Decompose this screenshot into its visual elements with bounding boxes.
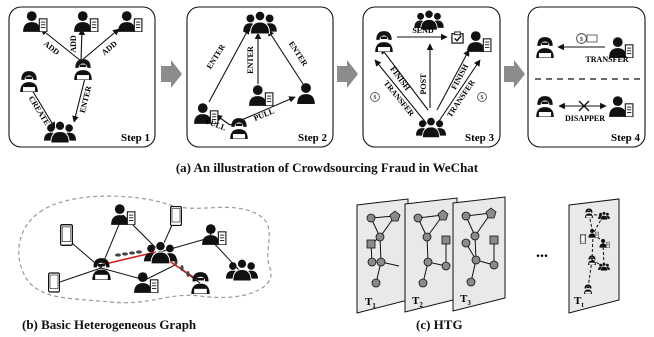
group-icon xyxy=(226,258,258,281)
caption-c: (c) HTG xyxy=(416,317,463,332)
slice-label: T2 xyxy=(412,295,423,309)
user-phone-icon xyxy=(110,203,136,225)
edge-label: ENTER xyxy=(246,46,255,74)
edge-label: TRANSFER xyxy=(585,55,628,64)
time-slice-3: T3 xyxy=(452,196,506,312)
edge-label: SEND xyxy=(412,26,434,35)
panel-c: T1 T2 xyxy=(356,196,620,314)
step-3-box: SEND FINISH FINISH TRANSFER POST TRANSFE… xyxy=(362,6,501,148)
slice-label: Tt xyxy=(574,295,584,309)
ellipsis: ... xyxy=(536,244,548,261)
flow-arrow xyxy=(161,60,182,88)
edge-label: ADD xyxy=(69,35,78,53)
graph-boundary xyxy=(18,195,272,304)
time-slice-1: T1 xyxy=(356,198,409,314)
hacker-icon xyxy=(91,257,112,280)
step-label: Step 1 xyxy=(121,132,150,144)
slice-label: T1 xyxy=(365,296,376,310)
edge-label: POST xyxy=(419,73,428,95)
step-label: Step 3 xyxy=(465,132,495,144)
coin-icon xyxy=(370,92,380,102)
group-icon xyxy=(144,240,177,264)
money-icon xyxy=(586,34,598,43)
step-label: Step 4 xyxy=(611,132,641,144)
edge-label: DISAPPER xyxy=(565,114,605,123)
time-slice-t: Tt xyxy=(568,198,620,314)
task-icon xyxy=(451,31,464,44)
panel-b xyxy=(18,195,272,304)
time-slice-2: T2 xyxy=(404,197,458,313)
panel-a: ADD ADD ADD CREATE ENTER Step 1 ENTER EN… xyxy=(8,6,646,148)
tablet-icon xyxy=(580,234,586,244)
coin-icon xyxy=(477,92,487,102)
caption-a: (a) An illustration of Crowdsourcing Fra… xyxy=(175,160,479,175)
step-4-box: TRANSFER DISAPPER Step 4 xyxy=(527,6,646,148)
phone-icon xyxy=(48,272,60,293)
tablet-icon xyxy=(60,224,73,246)
step-2-box: ENTER ENTER ENTER PULL PULL Step 2 xyxy=(186,6,334,148)
slice-label: T3 xyxy=(460,293,471,307)
hacker-icon xyxy=(190,271,211,294)
cross-icon xyxy=(578,100,590,112)
flow-arrow xyxy=(337,60,358,88)
flow-arrow xyxy=(504,60,525,88)
step-label: Step 2 xyxy=(298,132,328,144)
tablet-icon xyxy=(170,206,182,226)
coin-icon xyxy=(576,33,587,44)
user-phone-icon xyxy=(201,223,227,245)
step-1-box: ADD ADD ADD CREATE ENTER Step 1 xyxy=(8,6,156,148)
caption-b: (b) Basic Heterogeneous Graph xyxy=(22,317,197,332)
